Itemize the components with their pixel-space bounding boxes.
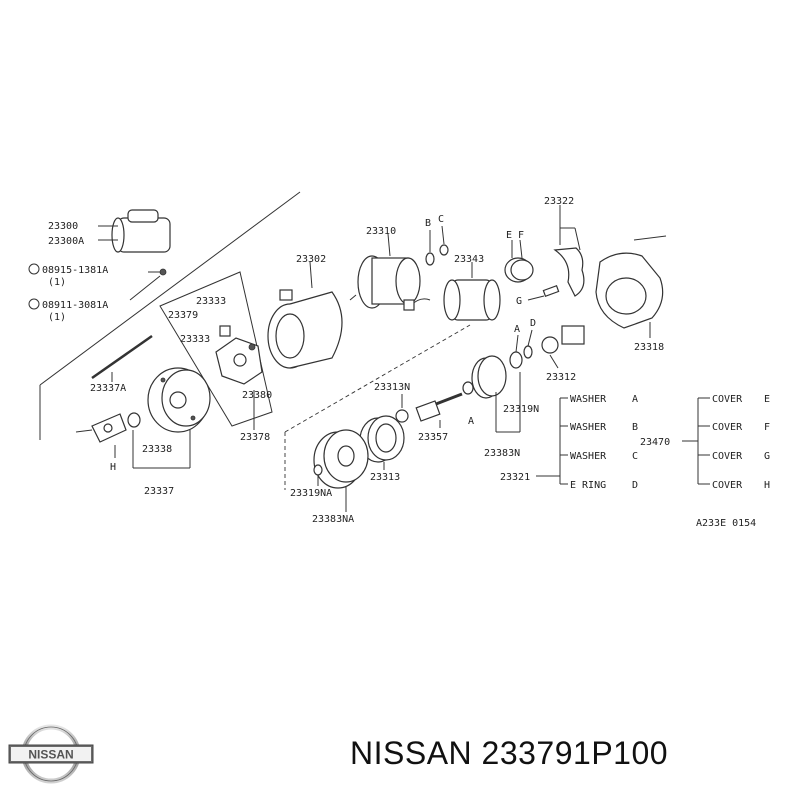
legend-left-code-3: D (632, 480, 638, 491)
label-23300a: 23300A (48, 236, 84, 247)
brush-holder-group (159, 271, 273, 430)
through-bolt-illustration (91, 334, 153, 382)
pinion-illustration (541, 325, 585, 369)
ref-letter-d: D (530, 318, 536, 329)
legend-right-code-2: G (764, 451, 770, 462)
label-23319n: 23319N (503, 404, 539, 415)
figure-code: A233E 0154 (696, 518, 756, 529)
label-23312: 23312 (546, 372, 576, 383)
label-bolt-08911-qty: (1) (48, 312, 66, 323)
frame-lines (39, 191, 471, 490)
legend-brackets (536, 397, 710, 485)
yoke-illustration (267, 261, 343, 369)
label-23300: 23300 (48, 221, 78, 232)
part-labels: 23300 23300A 08915-1381A (1) 08911-3081A… (42, 196, 670, 525)
label-23319na: 23319NA (290, 488, 332, 499)
label-23383n: 23383N (484, 448, 520, 459)
label-23343: 23343 (454, 254, 484, 265)
ref-letter-h: H (110, 462, 116, 473)
legend-left-name-0: WASHER (570, 394, 607, 405)
washers-bc-illustration (425, 225, 449, 266)
gear-housing-illustration (313, 429, 369, 512)
legend-right-code-0: E (764, 394, 770, 405)
label-23313n: 23313N (374, 382, 410, 393)
washers-ad-illustration (471, 329, 533, 433)
clutch-illustration (359, 415, 405, 470)
label-23333-mid: 23333 (180, 334, 210, 345)
small-gear-illustration (395, 394, 409, 423)
legend-right-name-2: COVER (712, 451, 743, 462)
part-number-caption: NISSAN 233791P100 (350, 735, 669, 771)
washer-legend: WASHER A WASHER B WASHER C E RING D (570, 394, 638, 491)
label-bolt-08911: 08911-3081A (42, 300, 108, 311)
starter-assembly-illustration (98, 209, 171, 301)
label-23333-top: 23333 (196, 296, 226, 307)
label-23337a: 23337A (90, 383, 126, 394)
legend-left-code-0: A (632, 394, 638, 405)
label-23313: 23313 (370, 472, 400, 483)
ref-letter-b: B (425, 218, 431, 229)
legend-right-name-3: COVER (712, 480, 743, 491)
ref-letter-c: C (438, 214, 444, 225)
bracket-illustration (75, 412, 191, 469)
label-23337: 23337 (144, 486, 174, 497)
label-23470: 23470 (640, 437, 670, 448)
label-23310: 23310 (366, 226, 396, 237)
ref-letter-f: F (518, 230, 524, 241)
legend-left-name-2: WASHER (570, 451, 607, 462)
legend-left-code-2: C (632, 451, 638, 462)
front-housing-illustration (595, 235, 667, 338)
ref-letter-a-lower: A (468, 416, 474, 427)
label-23302: 23302 (296, 254, 326, 265)
legend-left-code-1: B (632, 422, 638, 433)
label-23383na: 23383NA (312, 514, 354, 525)
ref-letter-a-upper: A (514, 324, 520, 335)
covers-ef-illustration (504, 239, 560, 301)
legend-right-name-0: COVER (712, 394, 743, 405)
legend-right-code-1: F (764, 422, 770, 433)
legend-right-code-3: H (764, 480, 770, 491)
cover-legend: COVER E COVER F COVER G COVER H (712, 394, 770, 491)
legend-left-name-3: E RING (570, 480, 606, 491)
label-23378: 23378 (240, 432, 270, 443)
label-23380: 23380 (242, 390, 272, 401)
ref-letter-e: E (506, 230, 512, 241)
solenoid-illustration (403, 262, 501, 321)
bolt1-marker-icon (28, 263, 40, 275)
nissan-logo: NISSAN (8, 724, 94, 784)
ref-letter-g: G (516, 296, 522, 307)
logo-text: NISSAN (28, 748, 73, 762)
rear-cover-illustration (147, 367, 211, 433)
label-23338: 23338 (142, 444, 172, 455)
label-23322: 23322 (544, 196, 574, 207)
label-bolt-08915: 08915-1381A (42, 265, 108, 276)
label-23379: 23379 (168, 310, 198, 321)
legend-left-name-1: WASHER (570, 422, 607, 433)
label-23318: 23318 (634, 342, 664, 353)
label-23321: 23321 (500, 472, 530, 483)
bolt2-marker-icon (28, 298, 40, 310)
shift-lever-illustration (553, 205, 585, 297)
label-23357: 23357 (418, 432, 448, 443)
legend-right-name-1: COVER (712, 422, 743, 433)
shaft-illustration (415, 381, 474, 428)
label-bolt-08915-qty: (1) (48, 277, 66, 288)
armature-illustration (349, 233, 421, 309)
